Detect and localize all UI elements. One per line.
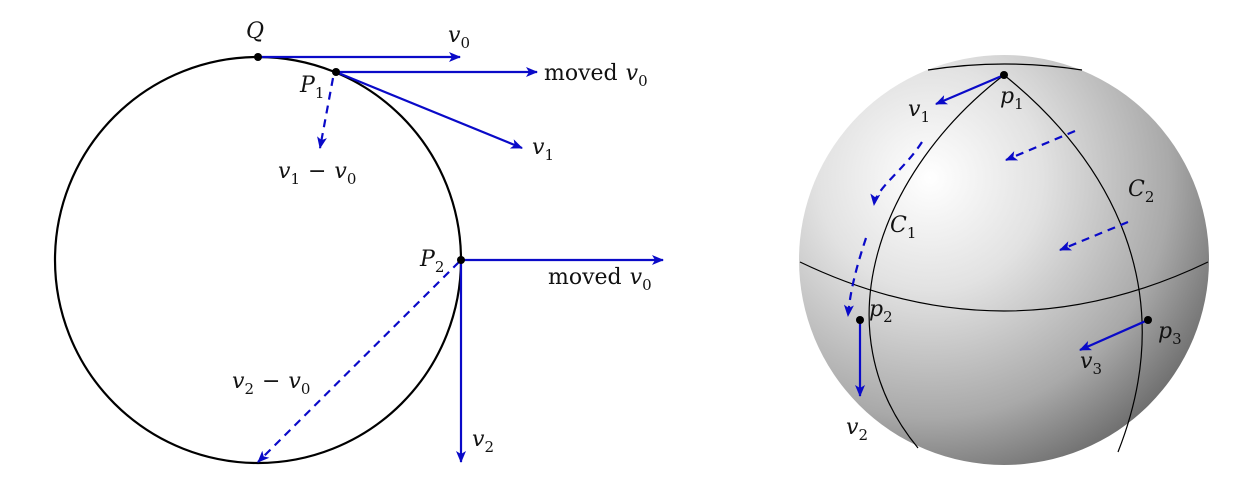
top-rim-curve — [927, 63, 1083, 71]
label-v1-sphere: v1 — [908, 97, 930, 126]
sphere — [799, 55, 1209, 465]
vector-v3-sphere — [1079, 318, 1149, 352]
point-p3-sphere — [1144, 316, 1152, 324]
point-p1 — [332, 68, 340, 76]
label-p2-sphere: p2 — [869, 297, 893, 326]
label-v1-minus-v0: v1−v0 — [278, 159, 356, 188]
field-arrow-upper — [1005, 129, 1076, 162]
transport-c1-dashed — [870, 141, 923, 206]
vector-v1-minus-v0 — [317, 77, 335, 149]
meridian-c2 — [1003, 74, 1143, 453]
vector-v2-minus-v0 — [257, 261, 460, 463]
label-v2-minus-v0: v2−v0 — [232, 369, 310, 398]
label-p1: P1 — [299, 73, 324, 102]
point-p2 — [457, 256, 465, 264]
meridian-c1 — [868, 74, 1005, 449]
label-v2-sphere: v2 — [846, 415, 868, 444]
field-arrow-lower — [1059, 220, 1129, 252]
point-q — [254, 53, 262, 61]
point-p1-sphere — [1000, 71, 1008, 79]
vector-v1-sphere — [935, 73, 1005, 106]
transport-c1-lower-dashed — [843, 237, 868, 317]
label-p2: P2 — [419, 247, 444, 276]
vector-v1 — [335, 70, 523, 150]
label-c2: C2 — [1128, 177, 1154, 206]
label-q: Q — [246, 19, 264, 44]
right-figure: p1 v1 C1 C2 p2 p3 v3 v2 — [799, 55, 1209, 465]
equator-curve — [799, 261, 1209, 312]
label-p1-sphere: p1 — [1000, 84, 1024, 113]
label-v3-sphere: v3 — [1080, 349, 1102, 378]
label-v2: v2 — [472, 427, 494, 456]
label-c1: C1 — [890, 213, 916, 242]
circle-path — [53, 55, 463, 465]
label-p3-sphere: p3 — [1158, 319, 1182, 348]
label-v0: v0 — [448, 23, 470, 52]
point-p2-sphere — [856, 316, 864, 324]
label-v1: v1 — [532, 135, 554, 164]
